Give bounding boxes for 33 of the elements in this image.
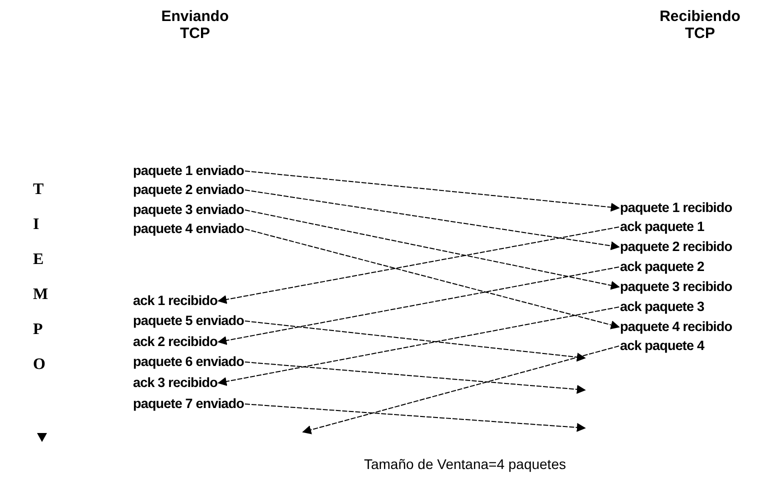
arrow [302,346,620,434]
event-text: paquete 6 enviado [133,353,244,371]
arrow [244,170,620,212]
arrow [244,210,620,290]
event-text: paquete 7 enviado [133,395,244,413]
arrow [244,404,586,432]
arrow [244,320,586,362]
event-text: paquete 4 recibido [620,318,732,336]
event-text: ack paquete 4 [620,337,704,355]
column-heading: Recibiendo TCP [658,8,742,42]
event-text: paquete 2 enviado [133,181,244,199]
arrow [218,306,620,386]
event-text: paquete 2 recibido [620,238,732,256]
event-text: ack paquete 2 [620,258,704,276]
event-text: ack 1 recibido [133,292,218,310]
column-heading: Enviando TCP [160,8,230,42]
event-text: paquete 1 recibido [620,199,732,217]
event-text: ack 3 recibido [133,374,218,392]
caption: Tamaño de Ventana=4 paquetes [362,456,567,472]
axis-label: TIEMPO [33,180,57,375]
event-text: paquete 3 recibido [620,278,732,296]
event-text: paquete 1 enviado [133,162,244,180]
event-text: ack paquete 3 [620,298,704,316]
arrow [218,226,620,304]
arrow [244,362,586,394]
event-text: ack paquete 1 [620,218,704,236]
event-text: paquete 5 enviado [133,312,244,330]
arrow [218,266,620,345]
event-text: ack 2 recibido [133,333,218,351]
event-text: paquete 4 enviado [133,220,244,238]
arrow [244,228,620,330]
arrow [244,190,620,250]
event-text: paquete 3 enviado [133,201,244,219]
